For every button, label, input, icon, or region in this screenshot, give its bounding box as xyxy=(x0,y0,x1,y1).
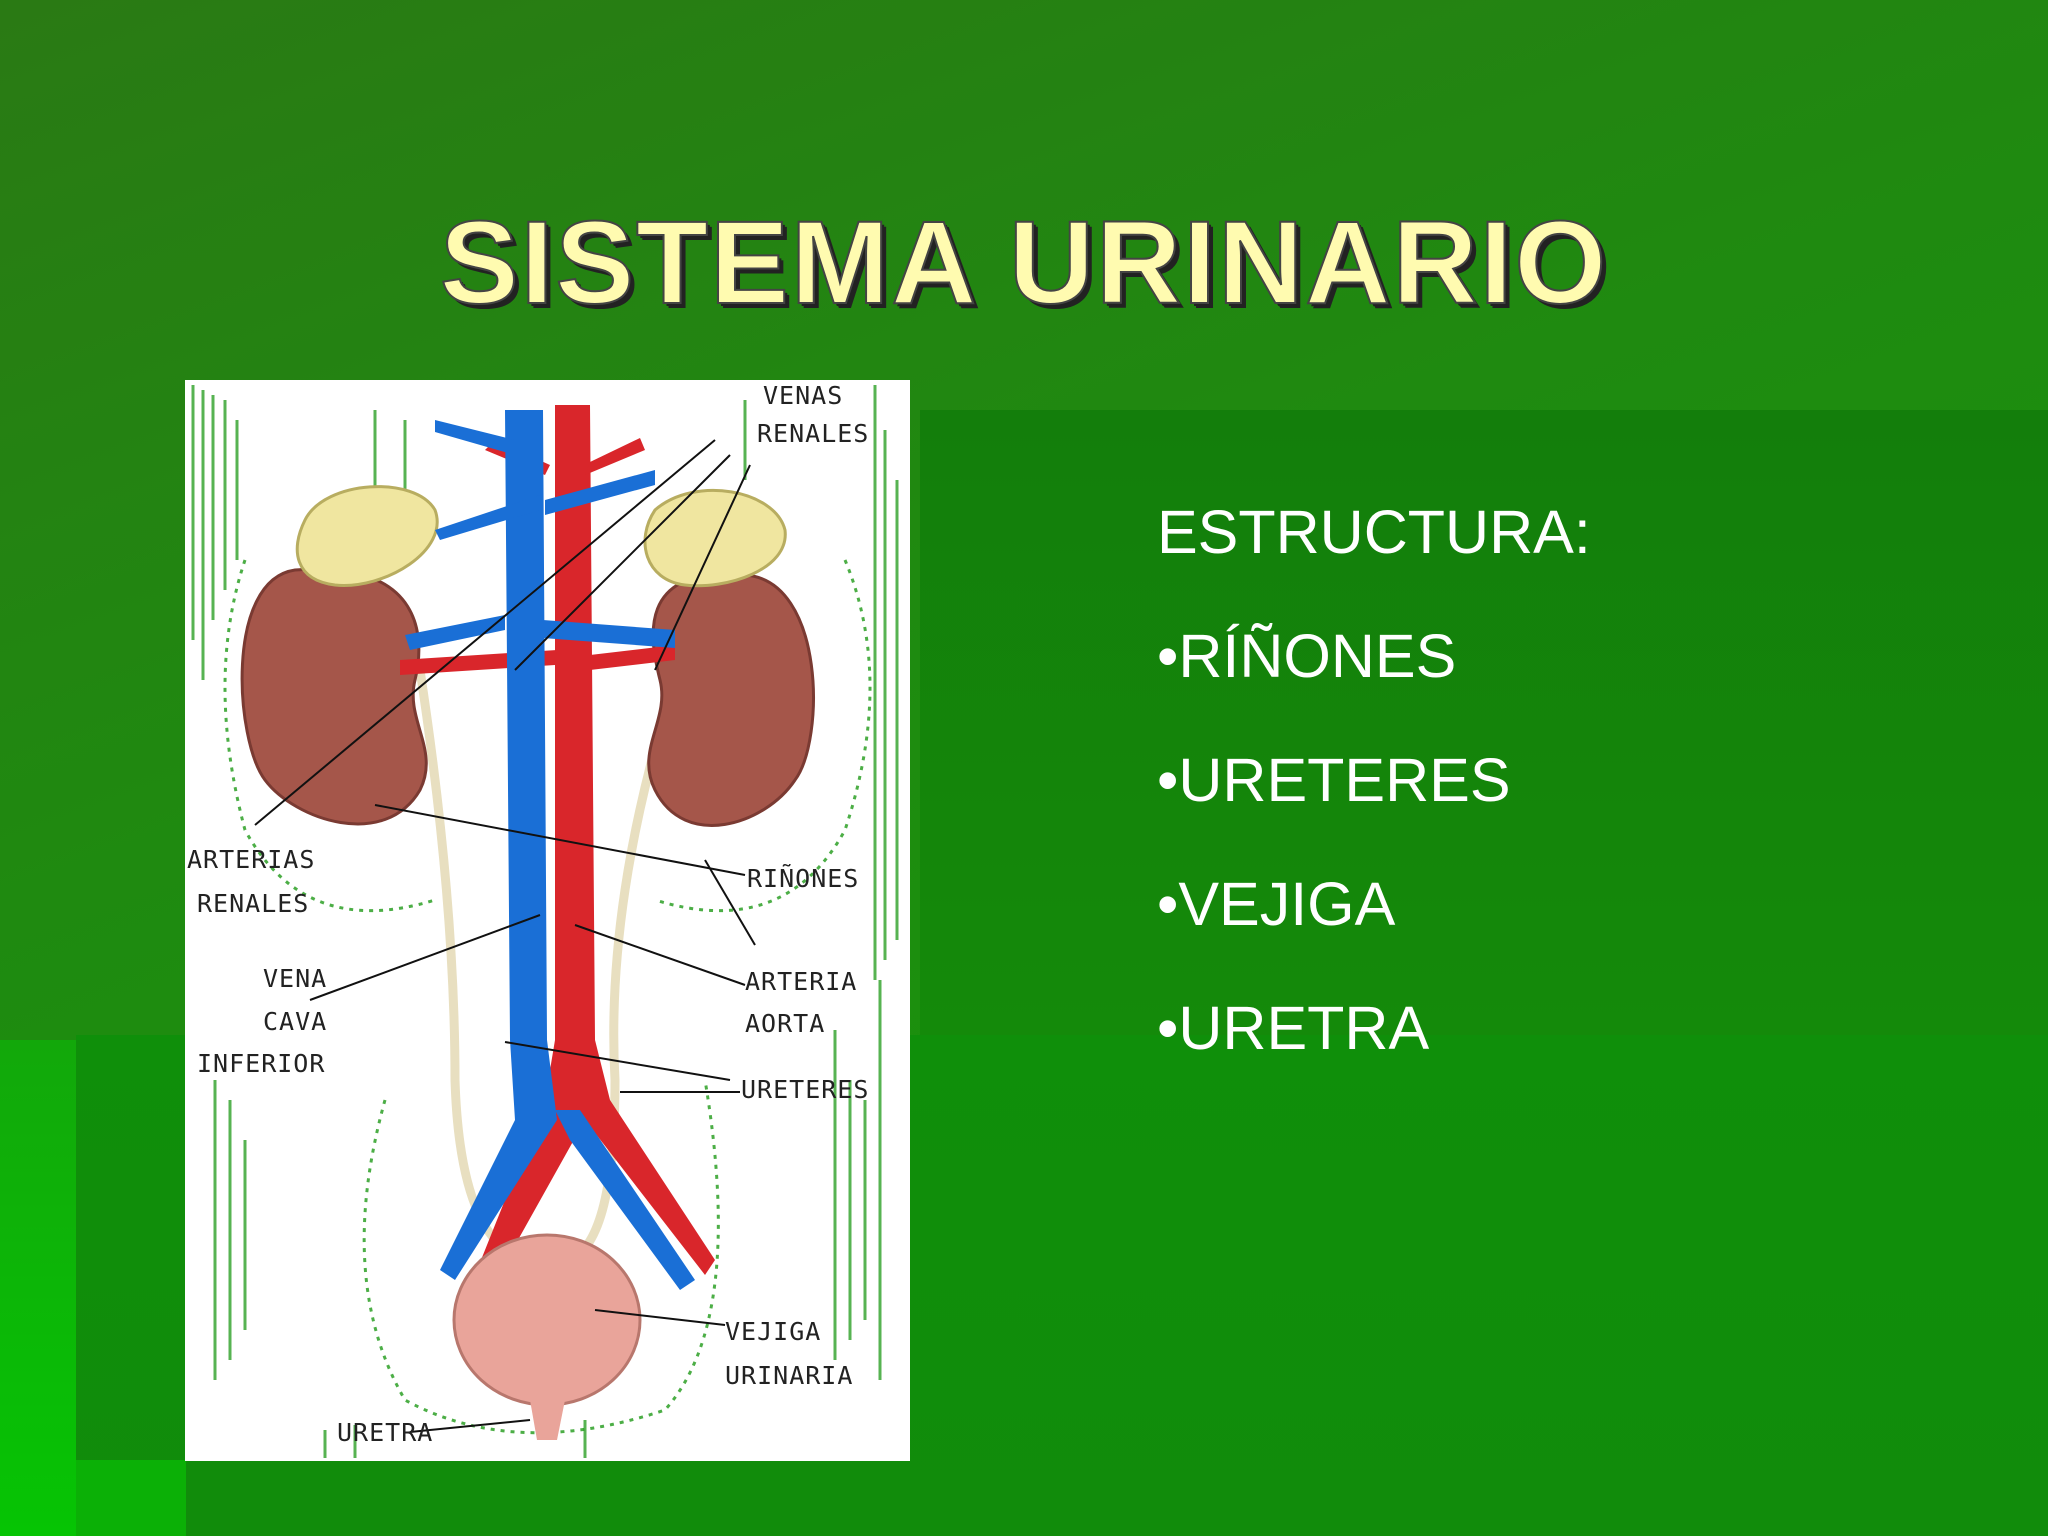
kidney-right xyxy=(647,572,815,827)
background-panel-right xyxy=(920,410,2048,1040)
kidney-left xyxy=(240,567,428,826)
label-vena-cava-3: INFERIOR xyxy=(197,1049,325,1078)
label-venas-renales-2: RENALES xyxy=(757,419,869,448)
label-vena-cava-1: VENA xyxy=(263,964,327,993)
label-vejiga-1: VEJIGA xyxy=(725,1317,821,1346)
structure-list: ESTRUCTURA: •RÍÑONES •URETERES •VEJIGA •… xyxy=(1157,470,1591,1090)
label-venas-renales-1: VENAS xyxy=(763,381,843,410)
background-left-strip xyxy=(0,1040,76,1536)
urinary-system-diagram: VENAS RENALES ARTERIAS RENALES RIÑONES V… xyxy=(185,380,910,1461)
leader-lines xyxy=(254,439,756,1433)
vena-cava xyxy=(405,410,695,1290)
label-arterias-renales-1: ARTERIAS xyxy=(187,845,315,874)
list-item: •URETERES xyxy=(1157,746,1511,814)
label-vena-cava-2: CAVA xyxy=(263,1007,327,1036)
label-arteria-aorta-2: AORTA xyxy=(745,1009,825,1038)
label-vejiga-2: URINARIA xyxy=(725,1361,853,1390)
list-item: •RÍÑONES xyxy=(1157,622,1457,690)
label-arteria-aorta-1: ARTERIA xyxy=(745,967,857,996)
structure-heading: ESTRUCTURA: xyxy=(1157,498,1591,566)
diagram-outline-speckles xyxy=(223,559,872,1435)
label-uretra: URETRA xyxy=(337,1418,433,1447)
background-bottom-strip xyxy=(76,1460,186,1536)
list-item: •VEJIGA xyxy=(1157,870,1396,938)
bladder xyxy=(452,1233,642,1440)
list-item: •URETRA xyxy=(1157,994,1430,1062)
diagram-speckle-decoration xyxy=(191,385,899,1458)
label-arterias-renales-2: RENALES xyxy=(197,889,309,918)
slide-title: SISTEMA URINARIO xyxy=(439,196,1609,330)
adrenal-glands xyxy=(295,485,787,588)
label-rinones: RIÑONES xyxy=(747,863,859,893)
label-ureteres: URETERES xyxy=(741,1075,869,1104)
